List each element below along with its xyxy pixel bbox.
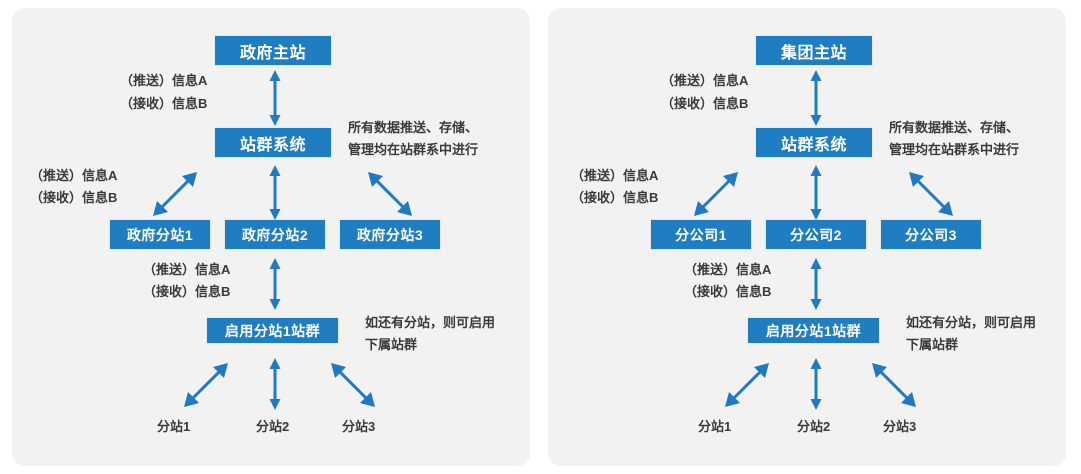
node-main-site[interactable]: 集团主站 bbox=[756, 36, 872, 65]
node-main-site[interactable]: 政府主站 bbox=[215, 36, 331, 65]
node-sub-site-3[interactable]: 分公司3 bbox=[881, 220, 981, 249]
node-sub-site-1[interactable]: 政府分站1 bbox=[110, 220, 210, 249]
annotation-mid-push: （推送）信息A bbox=[30, 168, 118, 183]
leaf-site-3: 分站3 bbox=[342, 419, 376, 434]
arrow-main-to-cluster bbox=[808, 70, 824, 126]
note-more-substations-line1: 如还有分站，则可启用 bbox=[365, 315, 496, 330]
annotation-low-receive: （接收）信息B bbox=[684, 284, 772, 299]
note-data-management-line1: 所有数据推送、存储、 bbox=[889, 120, 1020, 135]
node-site-cluster[interactable]: 站群系统 bbox=[215, 128, 331, 157]
leaf-site-1: 分站1 bbox=[157, 419, 191, 434]
arrow-cluster-to-sub3 bbox=[366, 170, 414, 218]
node-sub-site-2[interactable]: 分公司2 bbox=[766, 220, 866, 249]
node-sub-site-3[interactable]: 政府分站3 bbox=[340, 220, 440, 249]
note-more-substations-line2: 下属站群 bbox=[906, 337, 959, 352]
leaf-site-1: 分站1 bbox=[698, 419, 732, 434]
arrow-enable-to-leaf1 bbox=[723, 361, 771, 409]
arrow-enable-to-leaf3 bbox=[870, 361, 918, 409]
diagram-enterprise: 集团主站 （推送）信息A （接收）信息B 站群系统 所有数据推送、存储、 管理均… bbox=[548, 8, 1066, 466]
arrow-enable-to-leaf2 bbox=[267, 358, 283, 410]
arrow-enable-to-leaf2 bbox=[808, 358, 824, 410]
node-site-cluster[interactable]: 站群系统 bbox=[756, 128, 872, 157]
annotation-low-push: （推送）信息A bbox=[684, 262, 772, 277]
arrow-main-to-cluster bbox=[267, 70, 283, 126]
arrow-sub2-to-enable-cluster bbox=[267, 258, 283, 310]
node-sub-site-1[interactable]: 分公司1 bbox=[651, 220, 751, 249]
note-more-substations-line1: 如还有分站，则可启用 bbox=[906, 315, 1037, 330]
annotation-mid-receive: （接收）信息B bbox=[571, 190, 659, 205]
panel-enterprise: 集团主站 （推送）信息A （接收）信息B 站群系统 所有数据推送、存储、 管理均… bbox=[548, 8, 1066, 466]
node-sub-site-2[interactable]: 政府分站2 bbox=[225, 220, 325, 249]
annotation-top-receive: （接收）信息B bbox=[661, 96, 749, 111]
annotation-top-push: （推送）信息A bbox=[120, 73, 208, 88]
arrow-cluster-to-sub3 bbox=[907, 170, 955, 218]
node-enable-sub-cluster[interactable]: 启用分站1站群 bbox=[207, 318, 338, 343]
note-data-management-line1: 所有数据推送、存储、 bbox=[348, 120, 479, 135]
annotation-top-push: （推送）信息A bbox=[661, 73, 749, 88]
note-data-management-line2: 管理均在站群系中进行 bbox=[348, 142, 479, 157]
leaf-site-2: 分站2 bbox=[797, 419, 831, 434]
panel-government: 政府主站 （推送）信息A （接收）信息B 站群系统 所有数据推送、存储、 管理均… bbox=[12, 8, 530, 466]
annotation-mid-push: （推送）信息A bbox=[571, 168, 659, 183]
node-enable-sub-cluster[interactable]: 启用分站1站群 bbox=[748, 318, 879, 343]
note-data-management-line2: 管理均在站群系中进行 bbox=[889, 142, 1020, 157]
annotation-top-receive: （接收）信息B bbox=[120, 96, 208, 111]
annotation-mid-receive: （接收）信息B bbox=[30, 190, 118, 205]
diagram-government: 政府主站 （推送）信息A （接收）信息B 站群系统 所有数据推送、存储、 管理均… bbox=[12, 8, 530, 466]
annotation-low-receive: （接收）信息B bbox=[143, 284, 231, 299]
leaf-site-2: 分站2 bbox=[256, 419, 290, 434]
arrow-enable-to-leaf1 bbox=[182, 361, 230, 409]
arrow-cluster-to-sub1 bbox=[692, 170, 740, 218]
arrow-sub2-to-enable-cluster bbox=[808, 258, 824, 310]
arrow-cluster-to-sub2 bbox=[808, 165, 824, 220]
arrow-cluster-to-sub2 bbox=[267, 165, 283, 220]
annotation-low-push: （推送）信息A bbox=[143, 262, 231, 277]
leaf-site-3: 分站3 bbox=[883, 419, 917, 434]
note-more-substations-line2: 下属站群 bbox=[365, 337, 418, 352]
arrow-enable-to-leaf3 bbox=[329, 361, 377, 409]
arrow-cluster-to-sub1 bbox=[151, 170, 199, 218]
